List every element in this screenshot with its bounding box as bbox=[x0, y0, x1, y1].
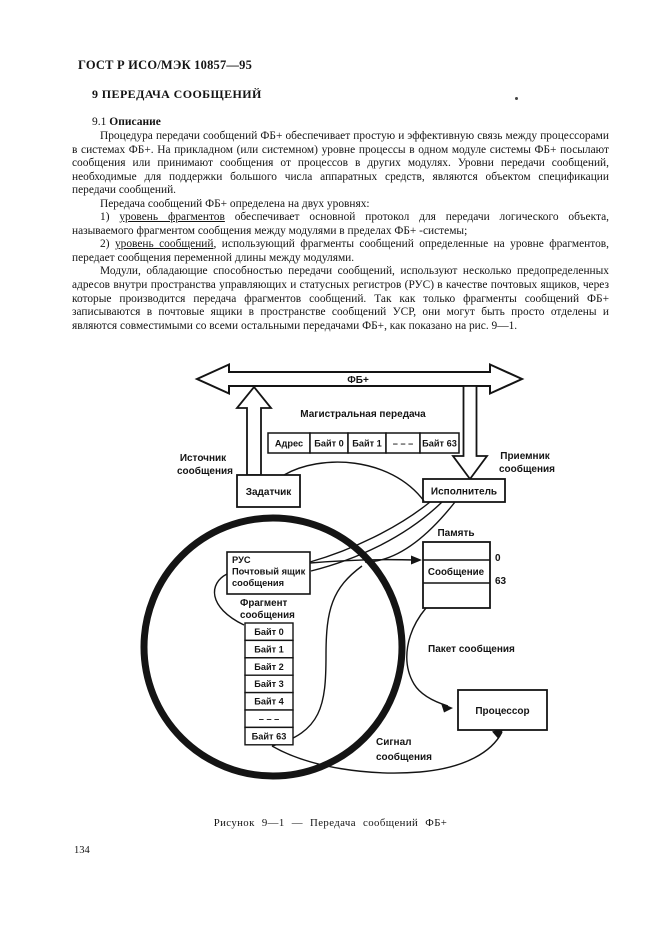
memory-box bbox=[422, 541, 491, 609]
byte-stack-row-ellipsis: – – – bbox=[259, 714, 279, 724]
receiver-label-line1: Приемник bbox=[500, 451, 550, 462]
byte-stack-row-4: Байт 4 bbox=[254, 697, 284, 707]
list-item-message-level: 2) уровень сообщений, использующий фрагм… bbox=[72, 238, 609, 265]
figure-caption: Рисунок 9—1 — Передача сообщений ФБ+ bbox=[213, 817, 448, 829]
memory-arrowhead bbox=[411, 555, 422, 565]
source-label-line1: Источник bbox=[180, 453, 227, 464]
executor-to-mailbox-curve-1 bbox=[309, 501, 431, 563]
bus-fragment-row bbox=[267, 432, 460, 454]
bus-to-executor-arrow bbox=[451, 385, 489, 481]
fragment-cell-byte0: Байт 0 bbox=[314, 439, 344, 449]
signal-label-line1: Сигнал bbox=[376, 737, 412, 748]
processor-box bbox=[457, 689, 548, 731]
master-to-bus-arrow bbox=[235, 385, 273, 476]
section-title: 9 ПЕРЕДАЧА СООБЩЕНИЙ bbox=[92, 87, 262, 101]
fragment-cell-ellipsis: – – – bbox=[393, 439, 413, 449]
signal-label-line2: сообщения bbox=[376, 751, 432, 763]
bus-label: ФБ+ bbox=[347, 375, 369, 386]
packet-label: Пакет сообщения bbox=[428, 643, 515, 655]
figure-9-1-diagram: ФБ+ Магистральная передача Адрес Байт 0 … bbox=[140, 362, 555, 780]
stack-return-curve bbox=[271, 565, 363, 747]
receiver-label-line2: сообщения bbox=[499, 463, 555, 475]
subsection-number: 9.1 bbox=[92, 116, 107, 128]
underlined-term-fragment-level: уровень фрагментов bbox=[119, 211, 225, 224]
list-marker: 1) bbox=[100, 211, 120, 224]
fragment-label-line2: сообщения bbox=[240, 610, 295, 621]
mailbox-to-memory-arrow-line bbox=[309, 558, 416, 564]
executor-box bbox=[422, 478, 506, 503]
byte-stack-row-1: Байт 1 bbox=[254, 644, 284, 654]
list-item-fragment-level: 1) уровень фрагментов обеспечивает основ… bbox=[72, 211, 609, 238]
master-box bbox=[236, 474, 301, 508]
mailbox-box bbox=[226, 551, 311, 595]
mailbox-to-stack-curve bbox=[213, 573, 245, 626]
executor-box-label: Исполнитель bbox=[431, 487, 497, 498]
fragment-label-line1: Фрагмент bbox=[240, 598, 287, 609]
byte-stack-row-63: Байт 63 bbox=[252, 731, 287, 741]
byte-stack-row-2: Байт 2 bbox=[254, 662, 284, 672]
list-item-text: обеспечивает основной протокол для перед… bbox=[72, 211, 609, 237]
underlined-term-message-level: уровень сообщений bbox=[114, 238, 214, 251]
source-label-line2: сообщения bbox=[177, 465, 233, 477]
packet-arrowhead bbox=[441, 703, 453, 713]
list-marker: 2) bbox=[100, 238, 115, 251]
packet-curve bbox=[406, 607, 449, 707]
fragment-cell-byte1: Байт 1 bbox=[352, 439, 382, 449]
signal-curve bbox=[271, 731, 503, 774]
body-text-block: Процедура передачи сообщений ФБ+ обеспеч… bbox=[72, 130, 609, 333]
mailbox-line1: РУС bbox=[232, 555, 251, 565]
master-box-label: Задатчик bbox=[246, 487, 293, 498]
subsection-title: 9.1 Описание bbox=[92, 116, 161, 128]
processor-box-label: Процессор bbox=[475, 706, 529, 717]
list-item-text: , использующий фрагменты сообщений опред… bbox=[72, 238, 609, 264]
paragraph-intro: Процедура передачи сообщений ФБ+ обеспеч… bbox=[72, 130, 609, 197]
memory-offset-0: 0 bbox=[495, 553, 501, 564]
backplane-transfer-label: Магистральная передача bbox=[300, 409, 426, 420]
byte-stack-row-3: Байт 3 bbox=[254, 679, 284, 689]
paragraph-levels: Передача сообщений ФБ+ определена на дву… bbox=[100, 197, 370, 210]
page-number: 134 bbox=[74, 845, 90, 856]
scan-speck bbox=[515, 97, 518, 100]
mailbox-line2: Почтовый ящик bbox=[232, 567, 306, 577]
module-circle bbox=[140, 514, 406, 780]
bus-double-arrow bbox=[194, 362, 525, 396]
paragraph-mailboxes: Модули, обладающие способностью передачи… bbox=[72, 265, 609, 332]
standard-number-header: ГОСТ Р ИСО/МЭК 10857—95 bbox=[78, 58, 253, 72]
subsection-name: Описание bbox=[109, 116, 161, 128]
memory-offset-63: 63 bbox=[495, 576, 507, 587]
fragment-cell-address: Адрес bbox=[275, 439, 303, 449]
memory-label: Память bbox=[437, 528, 474, 539]
executor-to-mailbox-curve-2 bbox=[310, 501, 443, 572]
mailbox-line3: сообщения bbox=[232, 578, 284, 588]
fragment-cell-byte63: Байт 63 bbox=[422, 439, 457, 449]
byte-stack-row-0: Байт 0 bbox=[254, 627, 284, 637]
flow-curves bbox=[213, 461, 503, 774]
executor-to-memory-curve bbox=[364, 501, 456, 563]
message-box-label: Сообщение bbox=[428, 567, 485, 578]
master-to-executor-curve bbox=[283, 461, 425, 502]
byte-stack bbox=[244, 622, 294, 746]
